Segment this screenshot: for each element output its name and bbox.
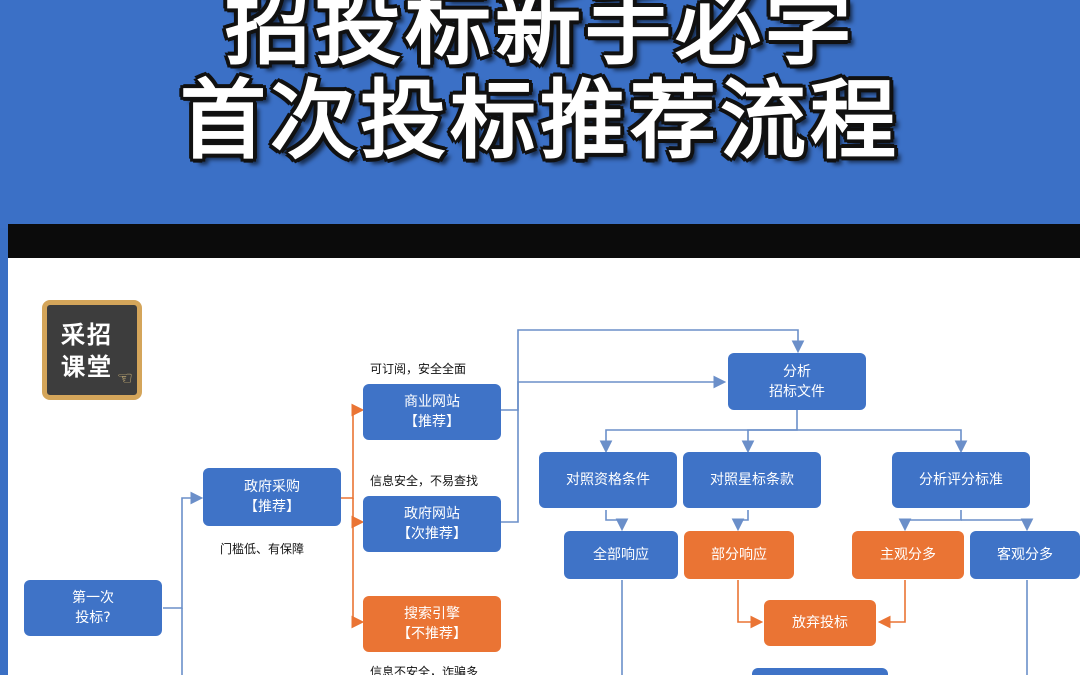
node-search-engine-line1: 搜索引擎 — [404, 606, 460, 622]
connector-lines — [163, 329, 1034, 675]
node-commercial-site: 商业网站 【推荐】 — [363, 384, 501, 440]
node-subjective-more-line1: 主观分多 — [880, 547, 936, 563]
pointing-hand-icon: ☜ — [116, 368, 133, 389]
node-gov-site-line1: 政府网站 — [404, 506, 460, 522]
node-analyze-doc-line2: 招标文件 — [769, 383, 825, 400]
node-first-bid-line2: 投标? — [75, 610, 111, 626]
node-compare-star-clauses-line1: 对照星标条款 — [710, 472, 794, 488]
note-gov-site: 信息安全，不易查找 — [370, 474, 479, 488]
node-gov-procurement-line2: 【推荐】 — [244, 499, 300, 515]
node-analyze-doc-line1: 分析 — [783, 363, 811, 380]
node-gov-site-line2: 【次推荐】 — [397, 526, 467, 542]
node-gov-procurement: 政府采购 【推荐】 — [203, 468, 341, 526]
note-subscribe: 可订阅，安全全面 — [370, 362, 467, 376]
node-subjective-more: 主观分多 — [852, 531, 964, 579]
node-commercial-site-line2: 【推荐】 — [404, 414, 460, 430]
header-banner: 招投标新手必学 首次投标推荐流程 — [0, 0, 1080, 228]
node-gov-procurement-line1: 政府采购 — [244, 479, 300, 495]
node-objective-more-line1: 客观分多 — [997, 547, 1053, 563]
node-compare-qualification: 对照资格条件 — [539, 452, 677, 508]
node-commercial-site-line1: 商业网站 — [404, 394, 460, 410]
node-compare-star-clauses: 对照星标条款 — [683, 452, 821, 508]
title-line-1: 招投标新手必学 — [225, 0, 855, 77]
node-analyze-scoring-line1: 分析评分标准 — [919, 472, 1003, 488]
title-line-2: 首次投标推荐流程 — [180, 71, 900, 171]
node-partial-response: 部分响应 — [684, 531, 794, 579]
node-partial-response-line1: 部分响应 — [711, 547, 767, 563]
logo-line-1: 采招 — [61, 321, 113, 349]
node-gov-site: 政府网站 【次推荐】 — [363, 496, 501, 552]
node-first-bid-line1: 第一次 — [72, 590, 114, 606]
caizhao-classroom-logo: 采招 课堂 ☜ — [42, 300, 142, 400]
node-bottom-partial — [752, 668, 888, 675]
node-compare-qualification-line1: 对照资格条件 — [566, 472, 650, 488]
node-full-response: 全部响应 — [564, 531, 678, 579]
node-analyze-doc: 分析 招标文件 — [728, 353, 866, 410]
note-low-threshold: 门槛低、有保障 — [220, 542, 305, 556]
node-analyze-scoring: 分析评分标准 — [892, 452, 1030, 508]
node-search-engine: 搜索引擎 【不推荐】 — [363, 596, 501, 652]
logo-line-2: 课堂 — [61, 353, 113, 381]
note-search-engine: 信息不安全，诈骗多 — [370, 665, 479, 675]
flowchart-canvas: 采招 课堂 ☜ 第一次 投标? 政府采购 【推荐】 门槛低、有保障 可订阅，安全… — [8, 258, 1080, 675]
node-give-up-bid-line1: 放弃投标 — [792, 615, 848, 631]
black-band — [8, 224, 1080, 258]
node-full-response-line1: 全部响应 — [593, 547, 649, 563]
node-search-engine-line2: 【不推荐】 — [397, 626, 467, 642]
node-give-up-bid: 放弃投标 — [764, 600, 876, 646]
node-first-bid: 第一次 投标? — [24, 580, 162, 636]
node-objective-more: 客观分多 — [970, 531, 1080, 579]
